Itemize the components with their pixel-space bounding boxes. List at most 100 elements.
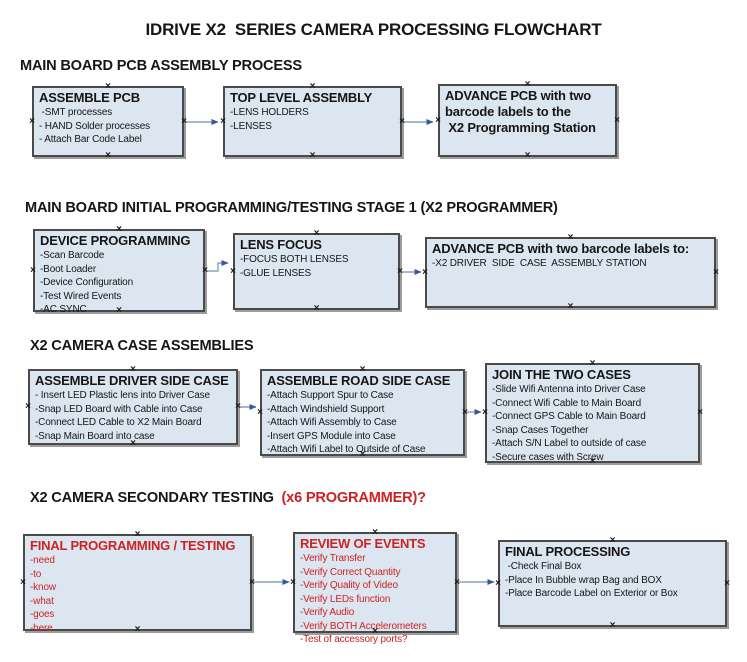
connection-handle-icon: × [713,266,719,278]
flow-node-item: -Verify Correct Quantity [300,566,401,578]
flow-node: LENS FOCUS -FOCUS BOTH LENSES -GLUE LENS… [230,229,403,314]
flow-node-title: ASSEMBLE ROAD SIDE CASE [267,373,451,388]
flow-node-item: -Place Barcode Label on Exterior or Box [505,588,678,599]
connection-handle-icon: × [309,150,316,161]
flow-node-item: -Snap Cases Together [492,424,589,436]
flow-node-item: -Test Wired Events [40,290,122,302]
flow-node-item: -FOCUS BOTH LENSES [240,254,349,265]
connection-handle-icon: × [422,266,428,278]
flow-node-title: FINAL PROCESSING [505,544,631,559]
flow-node-item: -Place In Bubble wrap Bag and BOX [505,574,662,586]
flow-node-item: -Connect LED Cable to X2 Main Board [35,417,202,428]
connection-handle-icon: × [30,264,36,276]
flow-node-item: -Secure cases with Screw [492,451,604,463]
flow-node-title: REVIEW OF EVENTS [300,536,426,551]
flow-node-item: -Boot Loader [40,263,97,275]
flow-node: JOIN THE TWO CASES -Slide Wifi Antenna i… [482,359,703,467]
connection-handle-icon: × [462,406,468,418]
flow-node-item: -Attach S/N Label to outside of case [492,438,647,449]
connection-handle-icon: × [567,301,574,312]
flow-node-item: -goes [30,609,55,620]
section-heading: MAIN BOARD INITIAL PROGRAMMING/TESTING S… [25,199,558,217]
flow-node-title: DEVICE PROGRAMMING [40,233,191,248]
flow-node: ASSEMBLE PCB -SMT processes - HAND Solde… [29,82,187,161]
section-heading-text: X2 CAMERA CASE ASSEMBLIES [30,338,254,354]
flow-node-item: -Attach Support Spur to Case [267,390,394,401]
flow-node: ADVANCE PCB with two barcode labels to: … [422,233,719,312]
connection-handle-icon: × [697,407,703,418]
connection-handle-icon: × [181,115,187,127]
flow-node-item: -Attach Wifi Label to Outside of Case [267,444,426,455]
connection-handle-icon: × [25,401,31,412]
connection-handle-icon: × [105,150,111,161]
flow-node: FINAL PROGRAMMING / TESTING -need -to -k… [20,530,255,635]
flow-node-item: -AC SYNC [40,304,87,315]
flow-node-item: -to [30,568,42,580]
flow-node-item: -Attach Wifi Assembly to Case [267,417,397,428]
flow-node-item: -SMT processes [39,107,113,118]
connection-handle-icon: × [495,577,501,589]
flow-node: REVIEW OF EVENTS -Verify Transfer -Verif… [290,528,460,646]
flow-node-title: LENS FOCUS [240,237,322,252]
flow-node-item: -Verify BOTH Accelerometers [300,620,427,632]
flow-node: FINAL PROCESSING -Check Final Box -Place… [495,536,730,631]
flow-node-item: - Attach Bar Code Label [39,134,142,145]
connection-handle-icon: × [313,303,320,314]
flow-node-title: JOIN THE TWO CASES [492,367,631,382]
flow-node-item: -Connect GPS Cable to Main Board [492,411,646,422]
flow-node-item: -LENS HOLDERS [230,107,309,118]
connection-handle-icon: × [230,265,236,277]
flow-node: ASSEMBLE ROAD SIDE CASE -Attach Support … [257,365,468,460]
flow-node-title: FINAL PROGRAMMING / TESTING [30,538,236,553]
flow-node-item: -here [30,622,53,634]
flow-node-item: -Check Final Box [505,561,582,572]
connection-handle-icon: × [20,576,26,588]
connector-arrow [205,260,229,272]
flow-node: ASSEMBLE DRIVER SIDE CASE - Insert LED P… [25,365,241,449]
flow-node-item: -Verify Transfer [300,553,366,564]
flow-node-title: ASSEMBLE DRIVER SIDE CASE [35,373,229,388]
connection-handle-icon: × [220,115,226,127]
connection-handle-icon: × [29,115,35,127]
flow-node-item: -Attach Windshield Support [267,403,385,415]
section-heading: MAIN BOARD PCB ASSEMBLY PROCESS [20,57,302,75]
flow-node-item: - Insert LED Plastic lens into Driver Ca… [35,390,210,401]
connection-handle-icon: × [290,576,296,588]
flow-node-item: -Snap LED Board with Cable into Case [35,403,203,415]
flow-node-item: -Verify Quality of Video [300,580,398,591]
flow-node-item: - HAND Solder processes [39,120,151,132]
connection-handle-icon: × [202,264,208,276]
flow-node-item: -Verify LEDs function [300,593,391,605]
connection-handle-icon: × [454,576,460,588]
section-heading-text: MAIN BOARD INITIAL PROGRAMMING/TESTING S… [25,200,558,216]
connection-handle-icon: × [235,401,241,412]
flow-node-item: -GLUE LENSES [240,267,312,279]
connection-handle-icon: × [435,114,441,126]
flow-node-item: -Test of accessory ports? [300,634,408,645]
flow-node-item: -Device Configuration [40,277,134,288]
connection-handle-icon: × [399,115,405,127]
flow-node-title: TOP LEVEL ASSEMBLY [230,90,373,105]
flow-node-title: ADVANCE PCB with two barcode labels to t… [445,88,596,135]
flow-node-item: -what [30,595,54,607]
connection-handle-icon: × [609,620,616,631]
flow-node-item: -Connect Wifi Cable to Main Board [492,397,642,409]
connection-handle-icon: × [724,577,730,589]
connection-handle-icon: × [614,114,620,126]
connection-handle-icon: × [482,407,488,418]
flow-node-item: -Scan Barcode [40,250,105,261]
flow-node-title: ADVANCE PCB with two barcode labels to: [432,241,690,256]
connection-handle-icon: × [257,406,263,418]
section-heading: X2 CAMERA CASE ASSEMBLIES [30,337,254,355]
flow-node-item: -need [30,555,55,566]
connection-handle-icon: × [397,265,403,277]
flow-node-item: -Verify Audio [300,607,355,618]
section-heading: X2 CAMERA SECONDARY TESTING (x6 PROGRAMM… [30,489,426,507]
section-heading-red-text: (x6 PROGRAMMER)? [281,490,427,506]
flow-node-item: -Snap Main Board into case [35,430,155,442]
flow-node-item: -Insert GPS Module into Case [267,430,396,442]
flow-node: TOP LEVEL ASSEMBLY -LENS HOLDERS -LENSES… [220,82,405,161]
flow-node-item: -LENSES [230,120,272,132]
page-title: IDRIVE X2 SERIES CAMERA PROCESSING FLOWC… [145,20,602,39]
